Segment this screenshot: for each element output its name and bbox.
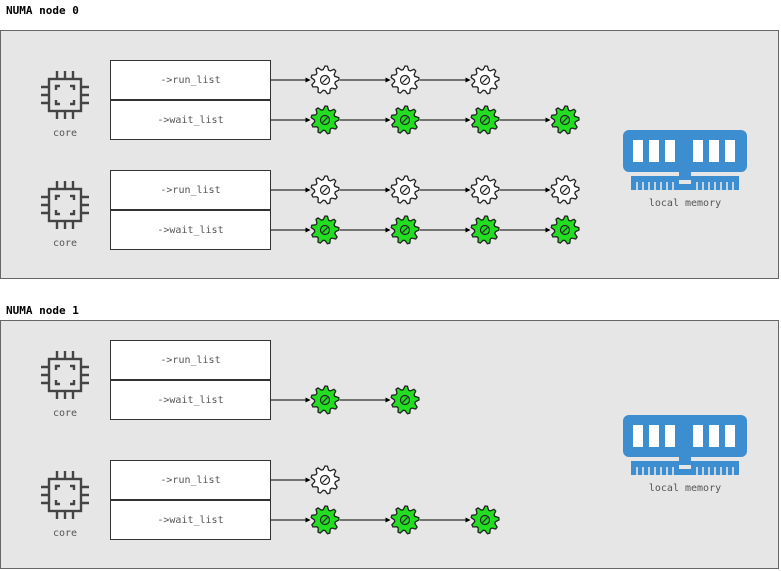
- run-list-box: ->run_list: [110, 460, 271, 500]
- local-memory-label: local memory: [648, 198, 722, 209]
- run-list-box: ->run_list: [110, 170, 271, 210]
- core-label: core: [52, 238, 78, 249]
- wait-list-box: ->wait_list: [110, 210, 271, 250]
- core-label: core: [52, 528, 78, 539]
- cpu-chip-icon: [41, 351, 89, 399]
- wait-list-box: ->wait_list: [110, 500, 271, 540]
- core-label: core: [52, 128, 78, 139]
- run-list-box: ->run_list: [110, 60, 271, 100]
- core-label: core: [52, 408, 78, 419]
- cpu-chip-icon: [41, 181, 89, 229]
- numa-node-1-title: NUMA node 1: [6, 304, 79, 317]
- numa-node-0-title: NUMA node 0: [6, 4, 79, 17]
- wait-list-box: ->wait_list: [110, 100, 271, 140]
- local-memory-label: local memory: [648, 483, 722, 494]
- ram-module-icon: [623, 415, 747, 475]
- run-list-box: ->run_list: [110, 340, 271, 380]
- cpu-chip-icon: [41, 471, 89, 519]
- ram-module-icon: [623, 130, 747, 190]
- wait-list-box: ->wait_list: [110, 380, 271, 420]
- cpu-chip-icon: [41, 71, 89, 119]
